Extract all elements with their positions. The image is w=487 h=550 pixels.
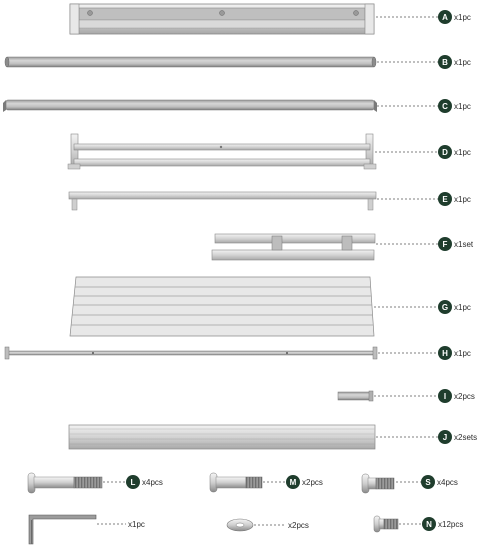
part-label-e: E x1pc <box>438 192 471 206</box>
bolt-l-icon <box>27 472 103 494</box>
svg-text:x1pc: x1pc <box>454 13 471 22</box>
svg-text:x1pc: x1pc <box>454 102 471 111</box>
svg-text:A: A <box>442 13 448 22</box>
leader-lines <box>97 16 438 526</box>
svg-text:x4pcs: x4pcs <box>142 478 163 487</box>
part-h-rod <box>4 346 378 360</box>
svg-text:x1pc: x1pc <box>454 195 471 204</box>
washer-icon <box>226 518 254 532</box>
part-label-f: F x1set <box>438 237 474 251</box>
part-a-frame <box>69 3 375 35</box>
badge-f <box>438 237 452 251</box>
badge-i <box>438 389 452 403</box>
badge-d <box>438 145 452 159</box>
part-d-frame <box>67 133 377 170</box>
badge-a <box>438 10 452 24</box>
svg-text:x1set: x1set <box>454 240 474 249</box>
badge-e <box>438 192 452 206</box>
part-e-bar <box>68 191 377 211</box>
svg-text:B: B <box>442 58 448 67</box>
svg-text:x1pc: x1pc <box>454 58 471 67</box>
part-b-tube <box>4 56 377 68</box>
svg-text:I: I <box>444 392 446 401</box>
badge-s <box>421 475 435 489</box>
svg-text:x2pcs: x2pcs <box>454 392 475 401</box>
bolt-s-icon <box>361 473 395 494</box>
badge-c <box>438 99 452 113</box>
svg-text:J: J <box>443 433 447 442</box>
svg-text:C: C <box>442 102 448 111</box>
svg-text:L: L <box>131 478 136 487</box>
svg-text:x1pc: x1pc <box>454 303 471 312</box>
svg-text:x1pc: x1pc <box>454 349 471 358</box>
svg-text:D: D <box>442 148 448 157</box>
svg-text:x12pcs: x12pcs <box>438 520 463 529</box>
part-label-c: C x1pc <box>438 99 471 113</box>
part-g-panel <box>69 276 375 337</box>
part-label-i: I x2pcs <box>438 389 475 403</box>
svg-text:F: F <box>443 240 448 249</box>
badge-m <box>286 475 300 489</box>
svg-text:E: E <box>442 195 448 204</box>
bolt-n-icon <box>373 515 399 533</box>
hardware-label-l: L x4pcs <box>126 475 163 489</box>
badge-h <box>438 346 452 360</box>
svg-text:x2sets: x2sets <box>454 433 477 442</box>
hardware-label-m: M x2pcs <box>286 475 323 489</box>
part-i-short-tube <box>337 390 374 402</box>
svg-text:x1pc: x1pc <box>128 520 145 529</box>
part-f-slides <box>211 233 376 261</box>
svg-text:G: G <box>442 303 448 312</box>
svg-text:N: N <box>426 520 432 529</box>
hardware-label-washer: x2pcs <box>288 521 309 530</box>
part-label-j: J x2sets <box>438 430 477 444</box>
svg-text:H: H <box>442 349 448 358</box>
part-label-a: A x1pc <box>438 10 471 24</box>
hardware-label-wrench: x1pc <box>128 520 145 529</box>
bolt-m-icon <box>209 472 263 493</box>
svg-text:x4pcs: x4pcs <box>437 478 458 487</box>
badge-j <box>438 430 452 444</box>
part-c-tube <box>3 99 377 112</box>
part-label-h: H x1pc <box>438 346 471 360</box>
hardware-label-n: N x12pcs <box>422 517 463 531</box>
hardware-label-s: S x4pcs <box>421 475 458 489</box>
badge-g <box>438 300 452 314</box>
svg-text:x2pcs: x2pcs <box>288 521 309 530</box>
part-label-g: G x1pc <box>438 300 471 314</box>
svg-text:x1pc: x1pc <box>454 148 471 157</box>
badge-b <box>438 55 452 69</box>
part-label-b: B x1pc <box>438 55 471 69</box>
svg-text:x2pcs: x2pcs <box>302 478 323 487</box>
svg-text:S: S <box>425 478 431 487</box>
hex-wrench-icon <box>28 514 97 545</box>
badge-l <box>126 475 140 489</box>
part-j-beam <box>68 424 376 450</box>
badge-n <box>422 517 436 531</box>
svg-text:M: M <box>290 478 297 487</box>
part-label-d: D x1pc <box>438 145 471 159</box>
